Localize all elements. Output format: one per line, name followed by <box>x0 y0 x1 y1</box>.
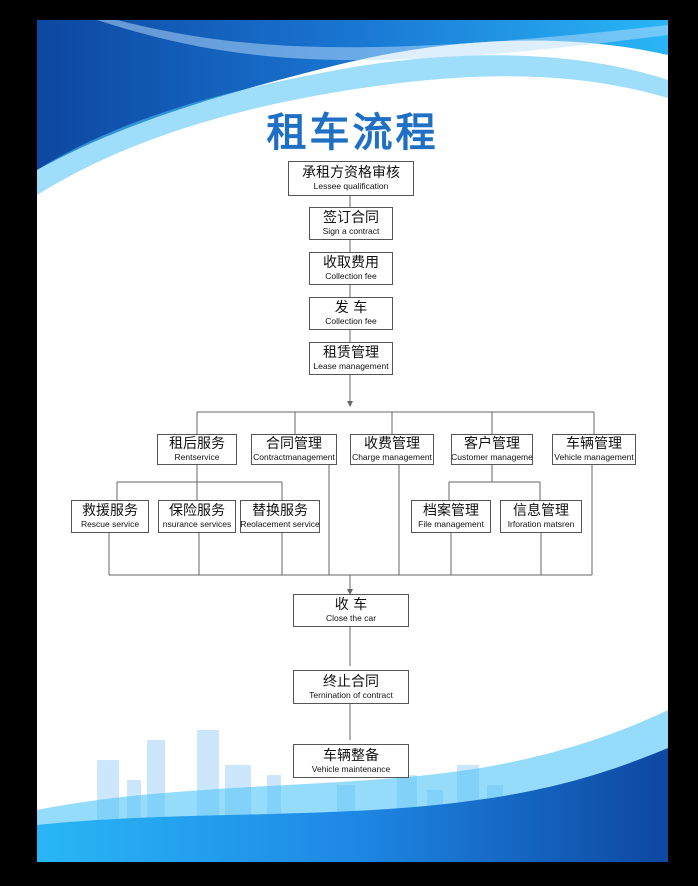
sub-insurance-service: 保险服务 nsurance services <box>158 500 236 533</box>
step-en-label: Close the car <box>325 613 377 623</box>
step-lessee-qualification: 承租方资格审核 Lessee qualification <box>288 161 414 196</box>
poster: 租车流程 <box>37 20 668 862</box>
step-terminate-contract: 终止合同 Ternination of contract <box>293 670 409 704</box>
step-en-label: Vehicle maintenance <box>311 763 391 774</box>
step-en-label: Sign a contract <box>322 226 380 236</box>
step-en-label: Collection fee <box>325 271 377 281</box>
step-collection-fee: 收取费用 Collection fee <box>309 252 393 285</box>
branch-charge-management: 收费管理 Charge management <box>350 434 434 465</box>
page-title: 租车流程 <box>266 109 439 156</box>
branch-rent-service: 租后服务 Rentservice <box>157 434 237 465</box>
step-close-car: 收 车 Close the car <box>293 594 409 627</box>
step-en-label: Contractmanagement <box>253 452 335 462</box>
step-en-label: Rescue service <box>80 519 140 529</box>
step-cn-label: 收取费用 <box>323 255 379 271</box>
step-en-label: Lease management <box>313 361 389 371</box>
background-decoration <box>37 20 668 862</box>
step-en-label: Lessee qualification <box>313 181 389 191</box>
step-en-label: nsurance services <box>162 519 232 529</box>
step-en-label: Customer manageme <box>451 452 533 462</box>
sub-replacement-service: 替换服务 Reolacement service <box>240 500 320 533</box>
flow-connectors <box>108 196 595 740</box>
step-en-label: Charge management <box>352 452 432 462</box>
top-wave-streak <box>97 20 668 61</box>
sub-file-management: 档案管理 File management <box>411 500 491 533</box>
sub-information-management: 信息管理 Irforation matsren <box>500 500 582 533</box>
step-lease-management: 租赁管理 Lease management <box>309 342 393 375</box>
step-cn-label: 租后服务 <box>169 436 225 452</box>
sub-rescue-service: 救援服务 Rescue service <box>71 500 149 533</box>
step-sign-contract: 签订合同 Sign a contract <box>309 207 393 240</box>
step-cn-label: 收费管理 <box>364 436 420 452</box>
step-vehicle-maintenance: 车辆整备 Vehicle maintenance <box>293 744 409 778</box>
step-cn-label: 保险服务 <box>169 503 225 519</box>
branch-customer-management: 客户管理 Customer manageme <box>451 434 533 465</box>
step-cn-label: 信息管理 <box>513 503 569 519</box>
top-wave-dark <box>37 20 668 170</box>
step-cn-label: 发 车 <box>334 300 368 316</box>
step-en-label: Collection fee <box>325 316 377 326</box>
step-cn-label: 救援服务 <box>82 503 138 519</box>
bottom-wave-dark <box>37 748 668 862</box>
step-cn-label: 档案管理 <box>423 503 479 519</box>
step-cn-label: 签订合同 <box>323 210 379 226</box>
step-en-label: File management <box>418 519 484 529</box>
step-en-label: Rentservice <box>174 452 220 462</box>
step-cn-label: 终止合同 <box>323 673 379 690</box>
top-wave-light <box>37 55 668 195</box>
step-en-label: Ternination of contract <box>309 689 393 700</box>
step-cn-label: 车辆管理 <box>566 436 622 452</box>
step-cn-label: 车辆整备 <box>323 747 379 764</box>
step-cn-label: 承租方资格审核 <box>302 165 400 181</box>
step-en-label: Vehicle management <box>554 452 634 462</box>
step-cn-label: 客户管理 <box>464 436 520 452</box>
step-cn-label: 租赁管理 <box>323 345 379 361</box>
branch-vehicle-management: 车辆管理 Vehicle management <box>552 434 636 465</box>
step-en-label: Irforation matsren <box>507 519 575 529</box>
step-dispatch-car: 发 车 Collection fee <box>309 297 393 330</box>
step-cn-label: 合同管理 <box>266 436 322 452</box>
bottom-wave-light <box>37 710 668 835</box>
step-cn-label: 收 车 <box>334 597 368 613</box>
step-en-label: Reolacement service <box>240 519 320 529</box>
branch-contract-management: 合同管理 Contractmanagement <box>251 434 337 465</box>
step-cn-label: 替换服务 <box>252 503 308 519</box>
